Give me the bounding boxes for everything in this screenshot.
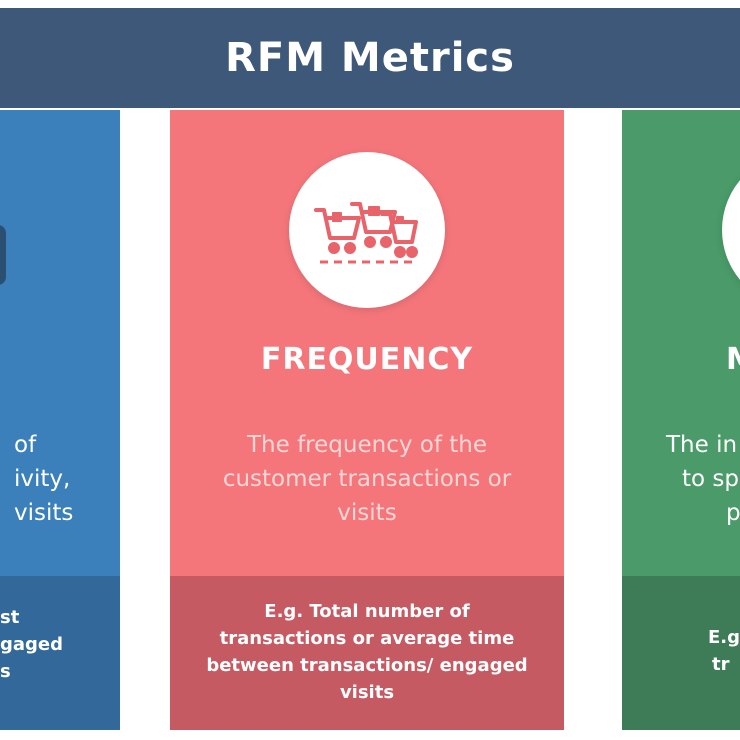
monetary-desc-line: pro bbox=[726, 500, 740, 526]
monetary-desc-line: to sp bbox=[682, 466, 739, 492]
recency-card: of ivity, visits st gaged s bbox=[0, 110, 120, 730]
monetary-card-top: M The in to sp pro bbox=[622, 110, 740, 576]
recency-example-line: s bbox=[0, 661, 11, 682]
recency-desc-line: of bbox=[14, 432, 37, 458]
monetary-desc-line: The in bbox=[666, 432, 738, 458]
monetary-card: M The in to sp pro E.g tr bbox=[622, 110, 740, 730]
recency-desc-line: ivity, bbox=[14, 466, 71, 492]
shopping-carts-icon bbox=[314, 202, 418, 264]
monetary-example-line: tr bbox=[712, 654, 730, 675]
frequency-example: E.g. Total number of transactions or ave… bbox=[206, 601, 528, 703]
frequency-icon-circle bbox=[289, 152, 445, 308]
frequency-title: FREQUENCY bbox=[260, 342, 474, 377]
monetary-icon-circle bbox=[722, 152, 740, 308]
monetary-title: M bbox=[726, 342, 740, 377]
monetary-card-bottom: E.g tr bbox=[622, 576, 740, 730]
recency-card-top: of ivity, visits bbox=[0, 110, 120, 576]
recency-icon-fragment bbox=[0, 225, 6, 285]
frequency-card-top: FREQUENCY The frequency of the customer … bbox=[170, 110, 564, 576]
recency-card-bottom: st gaged s bbox=[0, 576, 120, 730]
frequency-card-bottom: E.g. Total number of transactions or ave… bbox=[170, 576, 564, 730]
recency-example-line: st bbox=[0, 607, 20, 628]
recency-example-line: gaged bbox=[0, 634, 64, 655]
recency-desc-line: visits bbox=[14, 500, 74, 526]
monetary-example-line: E.g bbox=[708, 627, 740, 648]
header-banner: RFM Metrics bbox=[0, 8, 740, 108]
frequency-card: FREQUENCY The frequency of the customer … bbox=[170, 110, 564, 730]
page-title: RFM Metrics bbox=[225, 35, 515, 81]
frequency-description: The frequency of the customer transactio… bbox=[222, 432, 512, 526]
